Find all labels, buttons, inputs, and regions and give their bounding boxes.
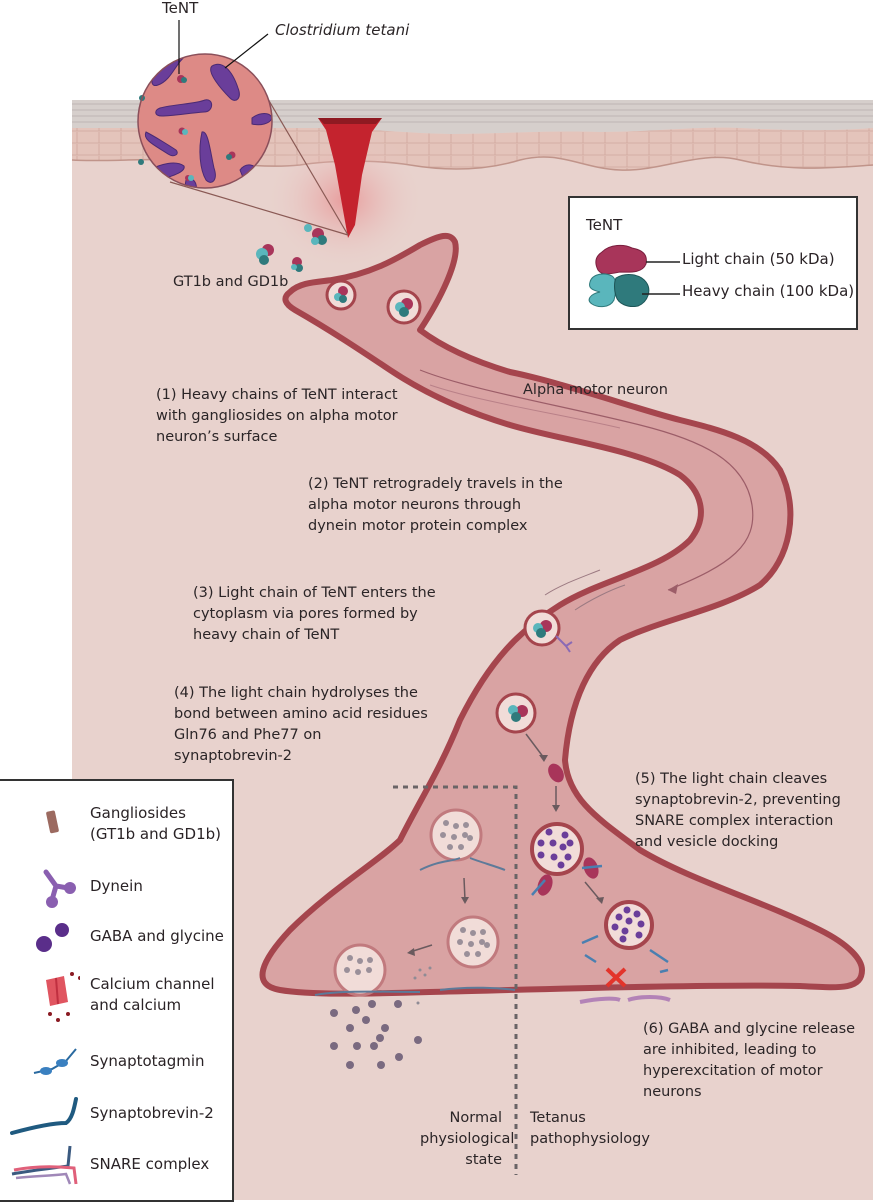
- tent-key: TeNT Light chain (50 kDa) Heavy chain (1…: [568, 196, 858, 330]
- blocked-x-icon: [605, 967, 627, 988]
- tent-particles: [138, 75, 236, 181]
- snare-complex: [579, 995, 671, 1004]
- bacterium: [155, 99, 213, 117]
- calcium-channel-icon: [46, 972, 80, 1022]
- snare-complex-icon: [11, 1145, 78, 1185]
- panel-label-tetanus: Tetanus pathophysiology: [530, 1110, 650, 1147]
- tent-key-light-chain: Light chain (50 kDa): [682, 250, 835, 268]
- step-2-annotation: (2) TeNT retrogradely travels in the alp…: [308, 476, 563, 534]
- tent-key-title: TeNT: [586, 216, 623, 234]
- alpha-motor-neuron: [259, 232, 865, 1175]
- panel-label-normal: Normal physiological state: [420, 1110, 515, 1168]
- step-5-annotation: (5) The light chain cleaves synaptobrevi…: [635, 771, 841, 850]
- toxin-vesicles: [325, 279, 573, 812]
- ganglioside-icon: [46, 810, 59, 834]
- gaba-glycine-icon: [36, 923, 69, 952]
- normal-synapse: [314, 808, 516, 1069]
- label-tent: TeNT: [162, 0, 199, 17]
- cleaved-synaptobrevin: [581, 934, 669, 974]
- light-chain-icon: [595, 244, 647, 275]
- synaptotagmin-icon: [33, 1048, 77, 1075]
- step-1-annotation: (1) Heavy chains of TeNT interact with g…: [156, 387, 398, 445]
- legend: Gangliosides (GT1b and GD1b) Dynein GABA…: [0, 779, 234, 1202]
- calcium-dots: [413, 966, 432, 1005]
- step-4-annotation: (4) The light chain hydrolyses the bond …: [174, 685, 428, 764]
- dynein-icon: [43, 869, 76, 908]
- released-neurotransmitters: [330, 1000, 422, 1069]
- label-receptors: GT1b and GD1b: [173, 274, 289, 290]
- tent-key-heavy-chain: Heavy chain (100 kDa): [682, 282, 855, 300]
- free-tent-toxins: [256, 224, 327, 272]
- skin-epidermis: [72, 127, 873, 171]
- bacterium: [199, 131, 216, 183]
- tent-key-icons: [588, 244, 680, 308]
- panel-divider: [393, 785, 518, 1175]
- clostridium-magnified-view: [137, 53, 273, 189]
- synaptobrevin-icon: [10, 1097, 78, 1135]
- bacterium: [210, 63, 240, 101]
- tetanus-synapse: [530, 822, 671, 1004]
- label-clostridium-tetani: Clostridium tetani: [275, 21, 410, 39]
- label-alpha-motor-neuron: Alpha motor neuron: [523, 382, 668, 398]
- step-6-annotation: (6) GABA and glycine release are inhibit…: [643, 1021, 856, 1100]
- heavy-chain-icon: [588, 273, 650, 308]
- wound: [318, 118, 382, 238]
- bacterium: [144, 131, 178, 157]
- step-3-annotation: (3) Light chain of TeNT enters the cytop…: [193, 585, 436, 643]
